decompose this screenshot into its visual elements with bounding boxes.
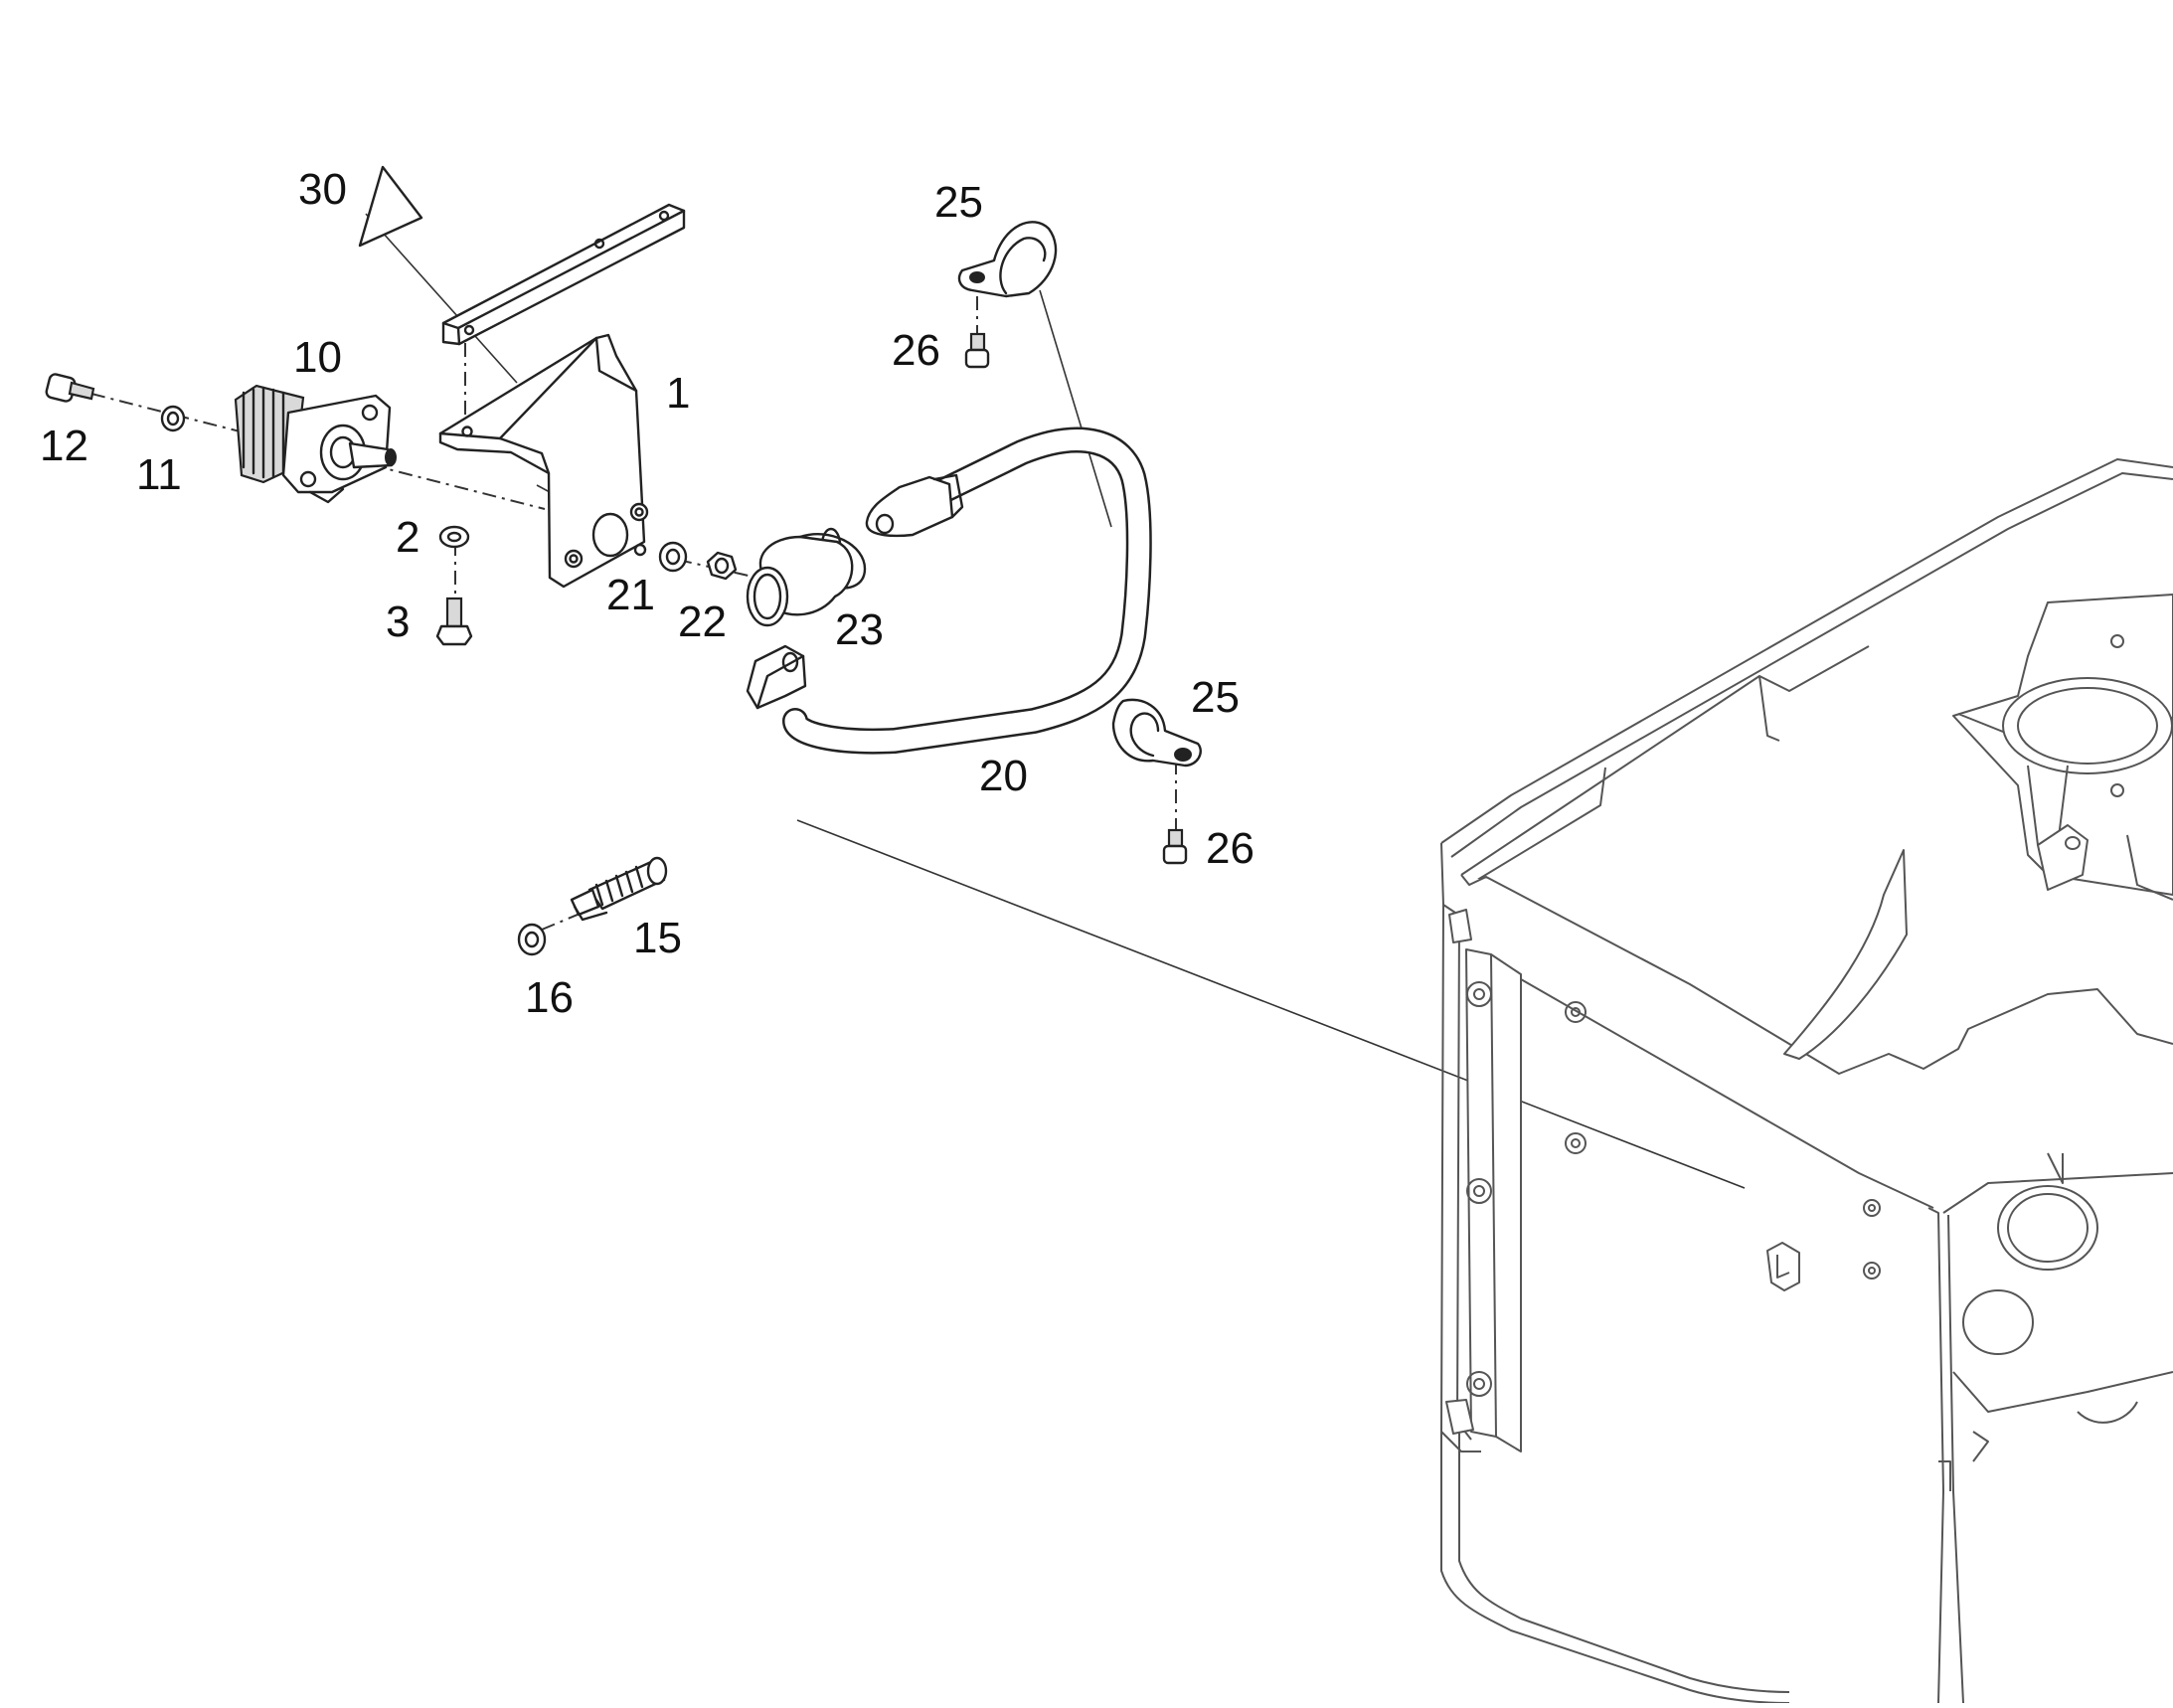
nut-21 — [706, 551, 738, 581]
cable-20 — [746, 427, 1152, 755]
cable-clamp-25-lower — [1111, 698, 1202, 768]
washer-2 — [438, 525, 470, 549]
callout-30: 30 — [298, 165, 347, 214]
callout-20: 20 — [979, 752, 1028, 800]
washer-22 — [658, 541, 688, 573]
callout-26-upper: 26 — [892, 326, 940, 375]
callout-11: 11 — [136, 450, 182, 499]
callout-23: 23 — [835, 605, 884, 654]
screw-26-lower — [1162, 828, 1188, 865]
callout-16: 16 — [525, 973, 574, 1022]
washer-11 — [160, 405, 186, 432]
rubber-boot-23 — [746, 527, 867, 627]
callout-21: 21 — [606, 571, 655, 619]
fitting-15 — [570, 856, 668, 922]
callout-10: 10 — [293, 333, 342, 382]
frame-nuts — [1466, 981, 1881, 1397]
callout-25-upper: 25 — [934, 178, 983, 227]
bolt-3 — [435, 597, 473, 646]
callout-3: 3 — [386, 598, 410, 646]
reference-triangle-30 — [358, 165, 423, 248]
callout-25-lower: 25 — [1191, 673, 1240, 722]
callout-26-lower: 26 — [1206, 824, 1254, 873]
callout-12: 12 — [40, 422, 88, 470]
switch-assembly-10 — [234, 384, 397, 504]
callout-2: 2 — [396, 513, 419, 562]
screw-26-upper — [964, 332, 990, 369]
cable-clamp-25-upper — [957, 221, 1058, 298]
screw-12 — [45, 373, 95, 403]
callout-22: 22 — [678, 598, 727, 646]
callout-labels: 30 10 1 12 11 2 3 21 22 23 25 26 25 20 2… — [40, 165, 1254, 1022]
callout-15: 15 — [633, 914, 682, 962]
main-frame — [1440, 458, 2173, 1704]
callout-1: 1 — [666, 369, 690, 418]
support-bar — [441, 203, 686, 346]
washer-16 — [517, 923, 547, 956]
mounting-bracket — [438, 333, 649, 589]
